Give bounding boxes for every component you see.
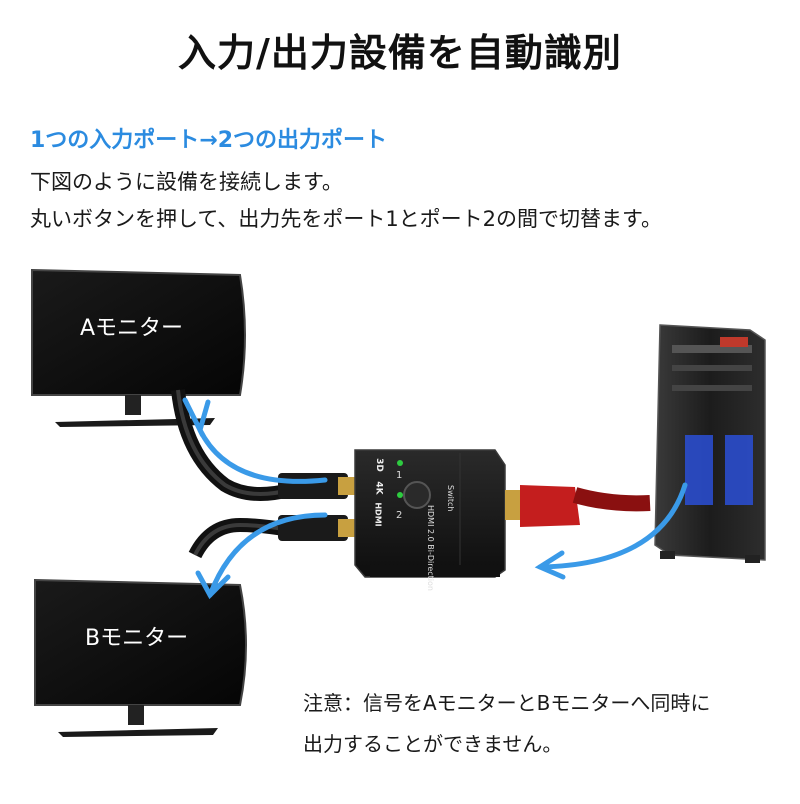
hdmi-cable-in: [505, 485, 651, 527]
subheading: 1つの入力ポート→2つの出力ポート: [30, 128, 388, 153]
switch-port-1-label: 1: [396, 470, 403, 481]
switch-marking-3d: 3D: [373, 458, 384, 472]
arrow-to-monitor-b: [207, 512, 328, 598]
monitor-b-label: Bモニター: [85, 626, 189, 651]
switch-marking-switch: Switch: [446, 485, 455, 512]
monitor-b: [34, 578, 247, 737]
description-line-2: 丸いボタンを押して、出力先をポート1とポート2の間で切替ます。: [30, 207, 662, 231]
hdmi-switch-device: [354, 449, 506, 578]
page-title: 入力/出力設備を自動識別: [178, 31, 622, 75]
note-line-1: 注意：信号をAモニターとBモニターへ同時に: [303, 691, 711, 715]
signal-arrows: [182, 397, 688, 600]
switch-port-2-label: 2: [396, 510, 403, 521]
monitor-a-label: Aモニター: [80, 316, 184, 341]
diagram-illustration: [31, 268, 766, 737]
arrow-to-monitor-a: [197, 427, 328, 484]
hdmi-cables-out: [171, 389, 358, 559]
switch-marking-hdmi: HDMI: [373, 502, 383, 527]
monitor-a: [31, 268, 246, 427]
connection-diagram: Aモニター Bモニター 1 2 3D 4K HDMI HDMI 2.0 Bi-D…: [0, 255, 800, 800]
note-line-2: 出力することができません。: [303, 732, 563, 756]
pc-tower: [654, 324, 766, 563]
switch-marking-4k: 4K: [373, 481, 384, 495]
switch-marking-direction: HDMI 2.0 Bi-Direction: [426, 505, 435, 591]
arrow-from-pc: [537, 482, 688, 570]
description-line-1: 下図のように設備を接続します。: [30, 170, 343, 194]
